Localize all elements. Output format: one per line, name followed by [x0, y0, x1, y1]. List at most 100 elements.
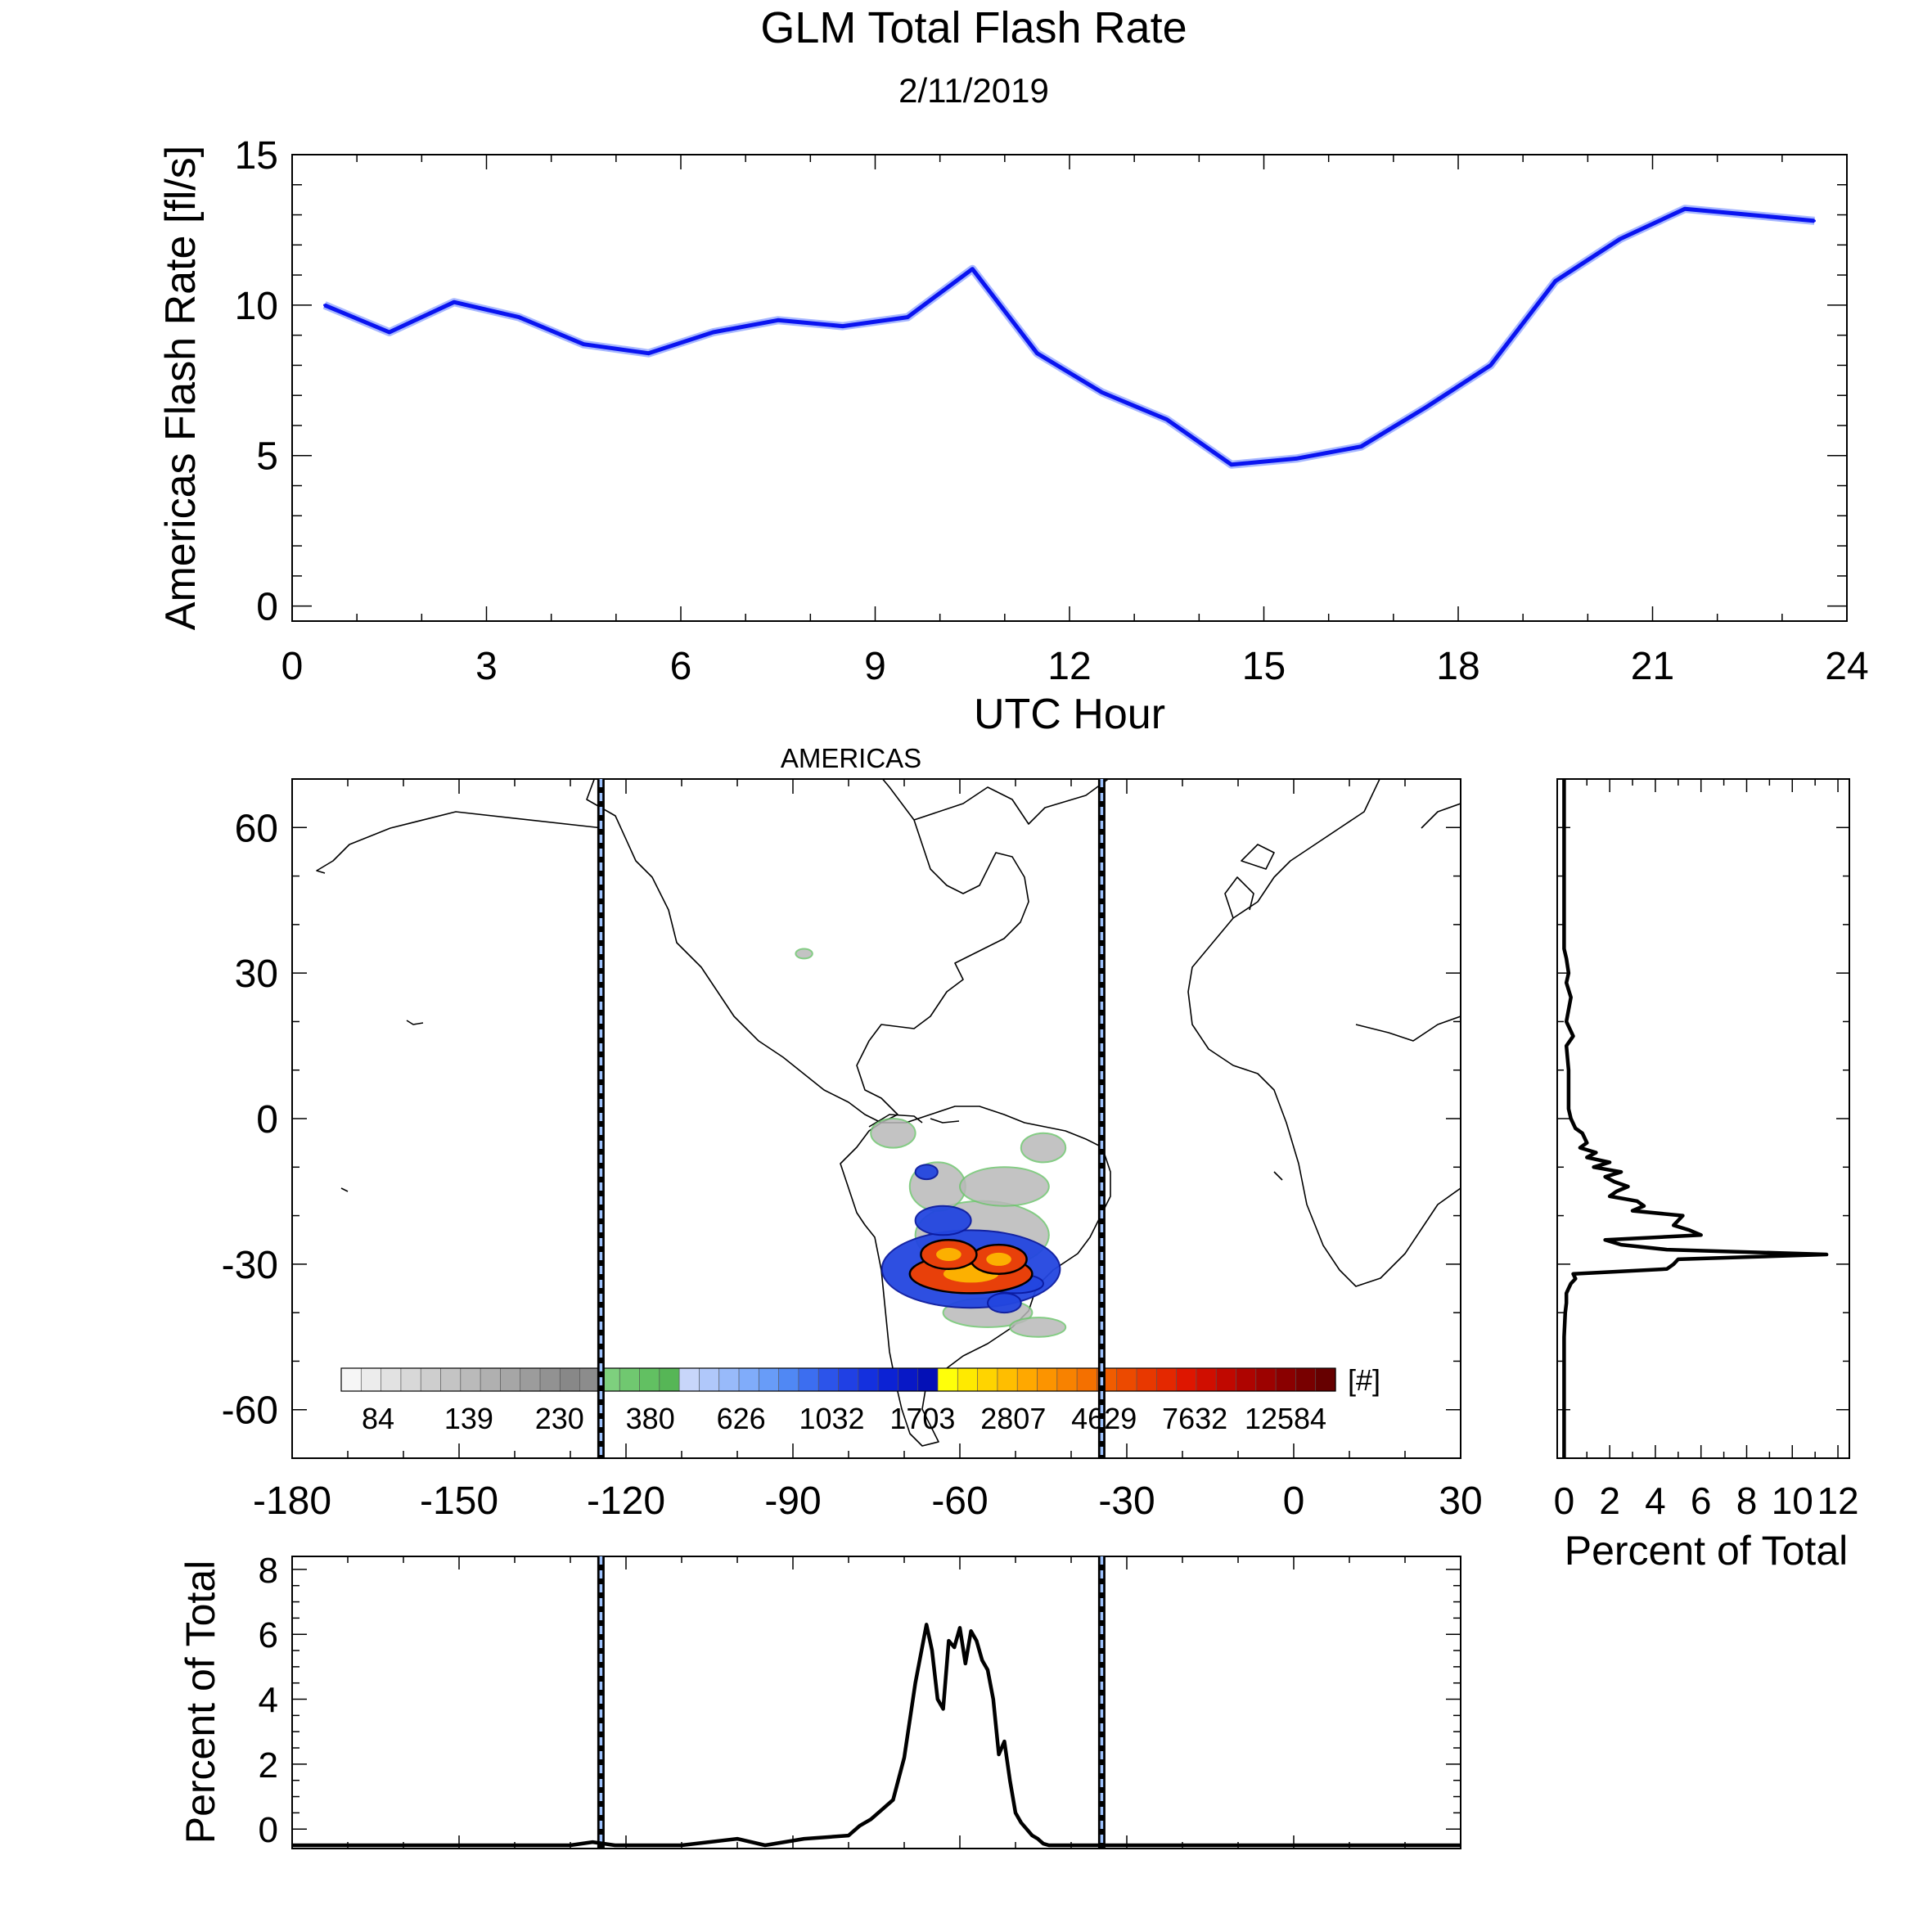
lat-profile-xtick-label: 10 — [1772, 1479, 1813, 1522]
colorbar-swatch — [560, 1368, 581, 1391]
hourly-rate-point — [582, 343, 585, 346]
colorbar-swatch — [1156, 1368, 1178, 1391]
hourly-rate-ytick-label: 0 — [256, 586, 278, 629]
colorbar-swatch — [639, 1368, 660, 1391]
map-yticks: -60 -30 0 30 60 — [222, 778, 1461, 1459]
colorbar-outline — [340, 1367, 1336, 1392]
lat-profile-xtick-label: 0 — [1554, 1479, 1575, 1522]
lon-profile-frame — [291, 1556, 1461, 1849]
colorbar-swatch — [838, 1368, 859, 1391]
density-blob-mid — [987, 1292, 1022, 1314]
hourly-rate-point — [712, 331, 715, 334]
colorbar-swatch — [778, 1368, 799, 1391]
colorbar-swatch — [1017, 1368, 1038, 1391]
map-plot-area — [292, 779, 1461, 1458]
hourly-rate-point — [1813, 219, 1816, 223]
map-xtick-label: -90 — [764, 1479, 821, 1523]
map-xtick-label: -60 — [931, 1479, 988, 1523]
density-blob-low — [795, 948, 813, 960]
colorbar-swatch — [1137, 1368, 1157, 1391]
colorbar-swatch — [341, 1368, 362, 1391]
colorbar-tick-label: 230 — [535, 1402, 584, 1435]
colorbar-swatch — [381, 1368, 402, 1391]
colorbar-tick-label: 2807 — [980, 1402, 1046, 1435]
colorbar-swatch — [400, 1368, 421, 1391]
colorbar-swatch — [1056, 1368, 1078, 1391]
hourly-rate-point — [1295, 457, 1298, 460]
colorbar-swatch — [1077, 1368, 1097, 1391]
density-blob-low — [1020, 1132, 1067, 1164]
hourly-rate-ytick-label: 15 — [235, 134, 278, 178]
hourly-rate-point — [1230, 463, 1233, 466]
hourly-rate-xtick-label: 15 — [1242, 645, 1286, 688]
hourly-rate-series — [322, 205, 1816, 469]
hourly-rate-point — [323, 304, 327, 307]
hourly-rate-point — [517, 316, 520, 319]
colorbar-swatch — [977, 1368, 998, 1391]
map-xtick-label: -150 — [420, 1479, 498, 1523]
hourly-rate-xtick-label: 24 — [1825, 645, 1868, 688]
hourly-rate-xtick-label: 12 — [1047, 645, 1091, 688]
map-coastlines — [316, 779, 1461, 1447]
map-ytick-label: -60 — [222, 1389, 278, 1433]
colorbar-swatch — [798, 1368, 819, 1391]
hourly-rate-point — [1748, 214, 1751, 217]
colorbar-swatch — [361, 1368, 382, 1391]
hourly-rate-point — [777, 318, 780, 322]
lat-profile-xtick-label: 6 — [1691, 1479, 1712, 1522]
hourly-rate-point — [453, 300, 456, 304]
lat-profile-line — [1562, 779, 1829, 1458]
hourly-rate-xtick-label: 3 — [475, 645, 498, 688]
colorbar-swatch — [938, 1368, 958, 1391]
map-ytick-label: 0 — [256, 1098, 278, 1142]
hourly-rate-x-label: UTC Hour — [974, 691, 1165, 738]
hourly-rate-ytick-label: 10 — [235, 285, 278, 328]
map-title: AMERICAS — [781, 743, 921, 773]
hourly-rate-ytick-label: 5 — [256, 435, 278, 479]
density-blob-low — [1009, 1317, 1067, 1338]
lon-profile-ytick-label: 6 — [259, 1615, 278, 1655]
lon-profile-ytick-label: 0 — [259, 1810, 278, 1850]
map-heatmap-blobs — [795, 948, 1067, 1338]
map-xtick-label: 0 — [1283, 1479, 1305, 1523]
map-ytick-label: -30 — [222, 1244, 278, 1287]
colorbar-tick-label: 84 — [362, 1402, 394, 1435]
colorbar-swatch — [440, 1368, 462, 1391]
colorbar-swatch — [540, 1368, 561, 1391]
lon-profile-y-label: Percent of Total — [178, 1560, 223, 1844]
map-ytick-label: 30 — [235, 952, 278, 996]
density-blob-core — [936, 1247, 961, 1262]
lat-profile-xtick-label: 12 — [1817, 1479, 1858, 1522]
map-xtick-label: -120 — [587, 1479, 665, 1523]
figure-title: GLM Total Flash Rate — [760, 3, 1187, 52]
density-blob-mid — [914, 1164, 939, 1181]
hourly-rate-yticks: 0 5 10 15 — [235, 134, 1847, 629]
map-ytick-label: 60 — [235, 807, 278, 850]
colorbar-swatch — [1315, 1368, 1336, 1391]
colorbar-swatch — [500, 1368, 521, 1391]
hourly-rate-point — [1554, 279, 1557, 282]
colorbar-swatch — [739, 1368, 759, 1391]
map-xtick-label: -180 — [253, 1479, 331, 1523]
hourly-rate-point — [1359, 445, 1362, 448]
colorbar-tick-label: 139 — [444, 1402, 493, 1435]
colorbar-swatch — [917, 1368, 939, 1391]
colorbar-swatch — [460, 1368, 481, 1391]
density-blob-mid — [914, 1205, 972, 1236]
colorbar-swatch — [1276, 1368, 1296, 1391]
hourly-rate-point — [1683, 207, 1687, 210]
colorbar-swatch — [957, 1368, 979, 1391]
hourly-rate-frame — [291, 154, 1848, 622]
colorbar-unit: [#] — [1348, 1363, 1380, 1397]
colorbar-swatch — [679, 1368, 700, 1391]
colorbar-swatch — [718, 1368, 740, 1391]
colorbar-tick-label: 7632 — [1162, 1402, 1227, 1435]
hourly-rate-point — [1424, 406, 1427, 409]
lon-profile-line — [292, 1623, 1461, 1848]
colorbar-swatch — [1236, 1368, 1257, 1391]
